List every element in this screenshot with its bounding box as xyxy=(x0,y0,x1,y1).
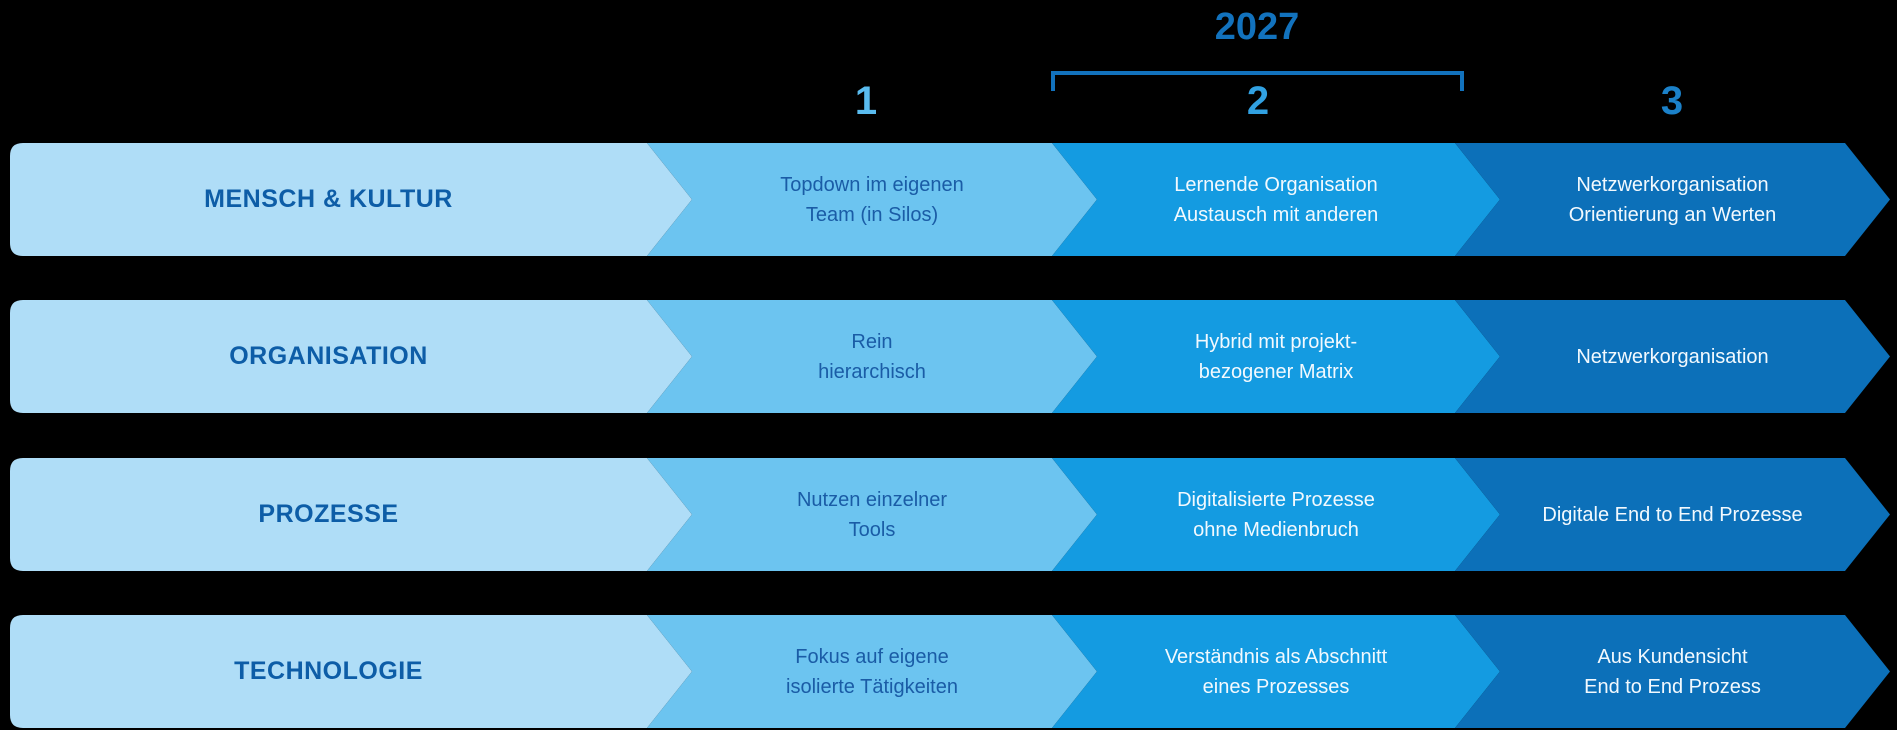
cell-line: Fokus auf eigene xyxy=(795,645,949,668)
cell-line: isolierte Tätigkeiten xyxy=(786,675,958,698)
stage-number-3: 3 xyxy=(1660,79,1684,123)
cell-line: Lernende Organisation xyxy=(1174,173,1378,196)
cell-line: hierarchisch xyxy=(818,360,926,383)
cell-stage1: Nutzen einzelner Tools xyxy=(647,458,1097,571)
cell-stage2: Verständnis als Abschnitt eines Prozesse… xyxy=(1052,615,1500,728)
segment-stage3-shape xyxy=(1455,300,1890,413)
segment-label-shape xyxy=(10,143,692,256)
cell-line: Austausch mit anderen xyxy=(1173,203,1379,226)
cell-stage1: Topdown im eigenen Team (in Silos) xyxy=(647,143,1097,256)
cell-line: Rein xyxy=(851,330,893,353)
segment-stage1-shape xyxy=(647,615,1097,728)
timeline-bracket xyxy=(1051,71,1464,91)
segment-stage1-shape xyxy=(647,300,1097,413)
cell-line: Netzwerkorganisation xyxy=(1576,173,1769,196)
cell-line: Verständnis als Abschnitt xyxy=(1164,645,1388,668)
cell-stage3: Netzwerkorganisation xyxy=(1455,300,1890,413)
cell-line: ohne Medienbruch xyxy=(1193,518,1359,541)
row-label: ORGANISATION xyxy=(229,342,428,370)
row-prozesse: PROZESSE Nutzen einzelner Tools Digitali… xyxy=(0,458,1897,571)
cell-stage2: Lernende Organisation Austausch mit ande… xyxy=(1052,143,1500,256)
segment-stage2-shape xyxy=(1052,143,1500,256)
cell-line: eines Prozesses xyxy=(1202,675,1350,698)
segment-stage1-shape xyxy=(647,458,1097,571)
year-label: 2027 xyxy=(1214,6,1300,48)
segment-stage2-shape xyxy=(1052,458,1500,571)
stage-number-2: 2 xyxy=(1246,79,1270,123)
row-organisation: ORGANISATION Rein hierarchisch Hybrid mi… xyxy=(0,300,1897,413)
segment-stage2-shape xyxy=(1052,300,1500,413)
segment-label-shape xyxy=(10,300,692,413)
cell-stage2: Digitalisierte Prozesse ohne Medienbruch xyxy=(1052,458,1500,571)
stage-number-1: 1 xyxy=(854,79,878,123)
chevron-band xyxy=(10,458,1890,571)
cell-line: Team (in Silos) xyxy=(805,203,939,226)
cell-line: Topdown im eigenen xyxy=(780,173,964,196)
chevron-band xyxy=(10,615,1890,728)
cell-stage3: Aus Kundensicht End to End Prozess xyxy=(1455,615,1890,728)
chevron-band xyxy=(10,143,1890,256)
segment-stage3-shape xyxy=(1455,143,1890,256)
cell-line: Nutzen einzelner xyxy=(796,488,948,511)
cell-line: Netzwerkorganisation xyxy=(1576,345,1769,368)
row-mensch-kultur: MENSCH & KULTUR Topdown im eigenen Team … xyxy=(0,143,1897,256)
cell-line: Aus Kundensicht xyxy=(1597,645,1748,668)
cell-stage1: Fokus auf eigene isolierte Tätigkeiten xyxy=(647,615,1097,728)
cell-stage1: Rein hierarchisch xyxy=(647,300,1097,413)
segment-stage2-shape xyxy=(1052,615,1500,728)
cell-line: Orientierung an Werten xyxy=(1568,203,1777,226)
chevron-band xyxy=(10,300,1890,413)
row-technologie: TECHNOLOGIE Fokus auf eigene isolierte T… xyxy=(0,615,1897,728)
row-label: PROZESSE xyxy=(258,500,399,528)
cell-line: Digitale End to End Prozesse xyxy=(1542,503,1803,526)
cell-line: Digitalisierte Prozesse xyxy=(1177,488,1375,511)
cell-line: Tools xyxy=(848,518,896,541)
segment-stage3-shape xyxy=(1455,458,1890,571)
segment-label-shape xyxy=(10,458,692,571)
row-label: MENSCH & KULTUR xyxy=(204,185,453,213)
segment-stage1-shape xyxy=(647,143,1097,256)
cell-stage2: Hybrid mit projekt- bezogener Matrix xyxy=(1052,300,1500,413)
row-label: TECHNOLOGIE xyxy=(234,657,423,685)
cell-line: Hybrid mit projekt- xyxy=(1194,330,1358,353)
cell-stage3: Netzwerkorganisation Orientierung an Wer… xyxy=(1455,143,1890,256)
cell-line: End to End Prozess xyxy=(1584,675,1761,698)
cell-stage3: Digitale End to End Prozesse xyxy=(1455,458,1890,571)
segment-stage3-shape xyxy=(1455,615,1890,728)
segment-label-shape xyxy=(10,615,692,728)
cell-line: bezogener Matrix xyxy=(1198,360,1354,383)
